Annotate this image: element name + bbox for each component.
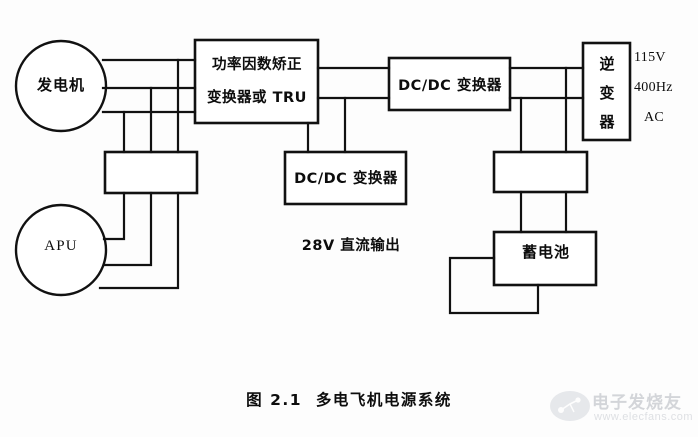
dcdc-mid-box [283,150,408,206]
pfc-converter-label-line1: 功率因数矫正 [212,57,302,73]
pfc-converter-label-line2: 变换器或 TRU [207,90,307,106]
battery-feedback-loop [448,256,540,315]
inverter-label-char: 器 [599,113,615,131]
watermark-brand: 电子发烧友 [592,393,682,413]
watermark-url: www.elecfans.com [594,411,694,423]
ac-bus-box [103,150,199,195]
generator-label: 发电机 [36,76,85,94]
dcdc-mid-label: DC/DC 变换器 [294,171,398,187]
battery-box [492,230,598,287]
generator-circle [14,39,108,133]
ac-output-type-label: AC [644,110,665,125]
ac-output-voltage-label: 115V [634,50,666,65]
pfc-converter-box [193,38,320,125]
inverter-box [581,41,632,142]
figure-caption: 图 2.1 多电飞机电源系统 [246,391,452,409]
apu-wire-phase-3 [98,191,180,290]
apu-wire-phase-1 [102,191,126,241]
apu-wire-phase-2 [102,191,153,267]
apu-label: APU [44,238,78,254]
dcdc-top-box [387,56,512,112]
dc-bus-box [492,150,589,194]
dc-output-annotation: 28V 直流输出 [301,238,401,254]
inverter-label: 逆变器 [586,50,628,137]
dcdc-top-label: DC/DC 变换器 [398,78,502,94]
apu-circle [14,203,108,297]
inverter-label-char: 变 [599,84,615,102]
inverter-label-char: 逆 [599,55,615,73]
watermark: 电子发烧友 www.elecfans.com [548,384,696,434]
elecfans-logo-icon [550,391,590,421]
ac-output-frequency-label: 400Hz [634,80,673,95]
battery-label: 蓄电池 [521,243,570,261]
